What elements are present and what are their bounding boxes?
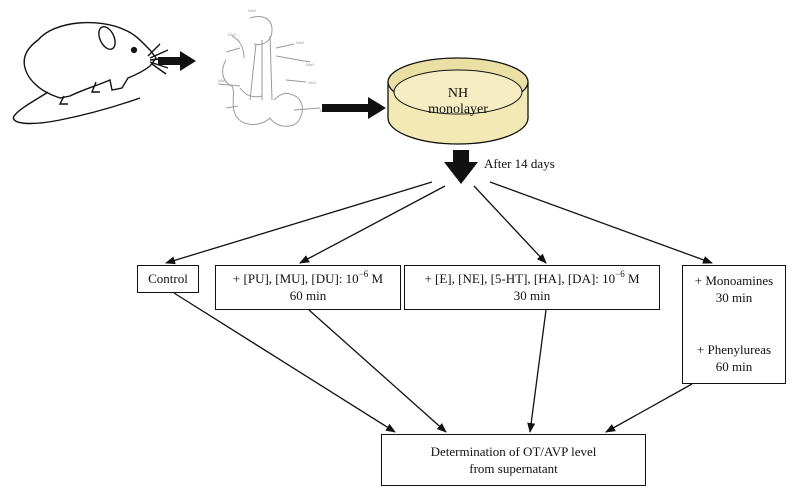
dish-label: NH monolayer <box>428 86 488 117</box>
combined-phenylureas: + Phenylureas <box>696 342 772 357</box>
arrow-to-monoamines <box>473 185 547 264</box>
arrow-monoamines-to-result <box>527 309 547 433</box>
rat-illustration <box>12 21 171 125</box>
result-line1: Determination of OT/AVP level <box>430 444 597 459</box>
svg-text:label: label <box>228 32 237 37</box>
down-arrow-icon <box>444 150 478 184</box>
combined-monoamines: + Monoamines <box>694 273 774 288</box>
petri-dish <box>387 57 529 145</box>
arrow-combined-to-result <box>605 383 693 433</box>
control-box: Control <box>137 265 199 293</box>
arrow-to-combined <box>489 181 713 264</box>
phenylureas-time: 60 min <box>289 288 327 303</box>
arrow-phenylureas-to-result <box>308 309 447 433</box>
svg-text:label: label <box>248 8 257 13</box>
step-label: After 14 days <box>484 156 555 171</box>
combined-box: + Monoamines 30 min + Phenylureas 60 min <box>682 265 786 384</box>
arrow-to-phenylureas <box>299 185 446 264</box>
pituitary-to-dish-arrow <box>322 97 386 119</box>
rat-to-pituitary-arrow <box>158 51 196 71</box>
arrow-to-control <box>165 181 433 265</box>
svg-text:label: label <box>308 80 317 85</box>
pituitary-illustration: label label label label label label labe… <box>217 8 329 127</box>
svg-text:label: label <box>218 78 227 83</box>
combined-monoamines-time: 30 min <box>715 290 753 305</box>
combined-phenylureas-time: 60 min <box>715 359 753 374</box>
monoamines-box: + [E], [NE], [5-HT], [HA], [DA]: 10−6 M … <box>404 265 660 310</box>
phenylureas-line1: + [PU], [MU], [DU]: 10−6 M <box>232 269 384 286</box>
result-line2: from supernatant <box>469 461 558 476</box>
svg-text:label: label <box>306 62 315 67</box>
result-box: Determination of OT/AVP level from super… <box>381 434 646 486</box>
control-label: Control <box>148 271 188 286</box>
monoamines-time: 30 min <box>513 288 551 303</box>
phenylureas-box: + [PU], [MU], [DU]: 10−6 M 60 min <box>215 265 401 310</box>
svg-text:label: label <box>296 40 305 45</box>
monoamines-line1: + [E], [NE], [5-HT], [HA], [DA]: 10−6 M <box>424 269 640 286</box>
arrow-control-to-result <box>173 292 396 433</box>
